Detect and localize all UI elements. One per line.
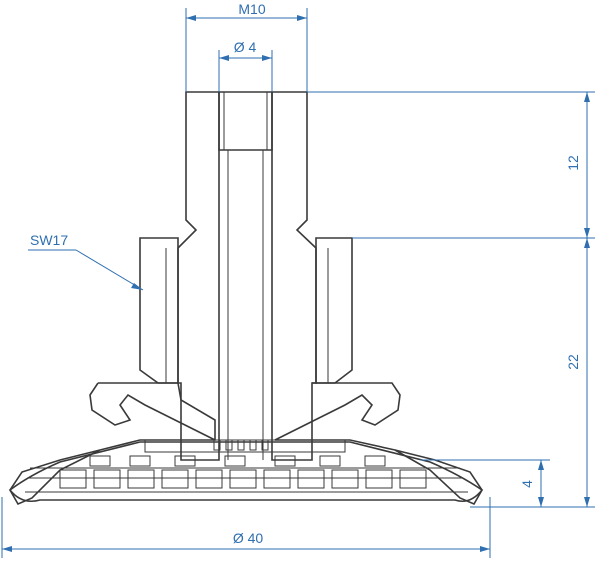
hex-nut (139, 237, 353, 384)
dim-lip: 4 (420, 459, 550, 507)
cup-body (9, 382, 216, 506)
threaded-fitting (177, 91, 317, 461)
dim-heights: 12 22 (307, 91, 595, 508)
fitting-upper-left (177, 91, 220, 461)
dim-thread: M10 (185, 1, 308, 92)
dim-lip-label: 4 (519, 480, 535, 488)
support-teeth (213, 439, 269, 451)
dim-bore-label: Ø 4 (234, 39, 257, 55)
wrench-size-label: SW17 (30, 232, 68, 248)
fitting-bore (218, 91, 273, 151)
suction-cup (8, 382, 484, 506)
cup-body-right (274, 382, 483, 506)
leader-wrench-size: SW17 (28, 232, 144, 291)
dim-diameter: Ø 40 (1, 497, 491, 558)
dim-bore: Ø 4 (218, 39, 273, 92)
dim-upper-height-label: 12 (565, 155, 581, 171)
dim-lower-height-label: 22 (565, 354, 581, 370)
nut-right (315, 237, 353, 384)
dim-diameter-label: Ø 40 (233, 530, 264, 546)
dim-thread-label: M10 (238, 1, 265, 17)
cup-face-grid (25, 455, 468, 493)
fitting-upper-right (271, 91, 317, 461)
nut-left (139, 237, 179, 384)
support-plate (144, 439, 346, 453)
